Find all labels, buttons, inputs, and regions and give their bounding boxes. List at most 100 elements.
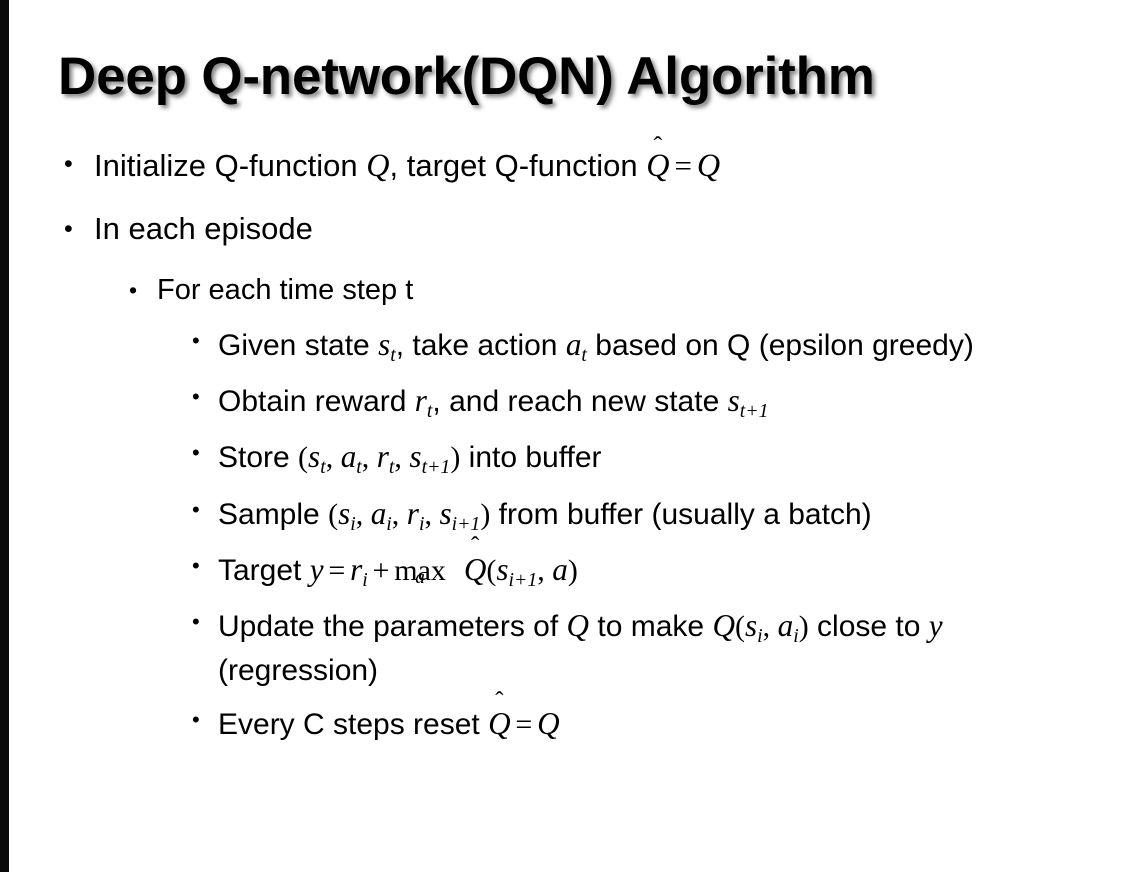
bullet-in-each-episode: • In each episode <box>0 211 1124 248</box>
bullet-icon: • <box>192 552 200 578</box>
math-var-q-base: Q <box>646 147 670 183</box>
page-title: Deep Q-network(DQN) Algorithm <box>58 47 875 106</box>
bullet-store: • Store (st, at, rt, st+1) into buffer <box>0 435 1124 481</box>
math-subscript-t: t <box>581 344 587 367</box>
text-run: into buffer <box>460 441 602 475</box>
math-var-s: s <box>744 607 758 643</box>
math-subscript-i: i <box>757 624 763 647</box>
bullet-for-each-time-step: • For each time step t <box>0 273 1124 307</box>
math-operator-equals: = <box>515 708 533 742</box>
text-run: , and reach new state <box>432 385 728 419</box>
math-var-r: r <box>350 551 363 587</box>
math-var-q-hat: ̂Q <box>646 146 669 184</box>
bullet-for-each-time-step-text: For each time step t <box>157 274 414 307</box>
math-paren-close: ) <box>567 553 578 587</box>
math-var-s: s <box>439 495 452 531</box>
math-subscript-i: i <box>362 568 368 591</box>
bullet-update-parameters-text: Update the parameters of Q to make Q(si,… <box>218 604 1096 693</box>
bullet-icon: • <box>192 328 200 354</box>
math-paren-open: ( <box>298 441 309 475</box>
math-var-s: s <box>338 495 351 531</box>
math-var-a: a <box>565 327 582 363</box>
math-var-q-base: Q <box>488 706 511 742</box>
bullet-icon: • <box>192 496 200 522</box>
math-var-a: a <box>340 439 357 475</box>
text-run: Target <box>218 553 310 587</box>
bullet-icon: • <box>192 707 200 733</box>
math-paren-open: ( <box>486 553 497 587</box>
math-comma: , <box>762 609 778 643</box>
math-subscript-i-plus-1: i+1 <box>451 512 481 535</box>
math-paren-open: ( <box>328 497 339 531</box>
bullet-icon: • <box>64 214 73 243</box>
math-var-a: a <box>777 607 794 643</box>
math-var-a: a <box>370 495 387 531</box>
text-run: close to <box>808 609 929 643</box>
bullet-every-c-steps: • Every C steps reset ̂Q=Q <box>0 702 1124 747</box>
bullet-icon: • <box>64 150 73 178</box>
bullet-icon: • <box>192 384 200 410</box>
text-run: from buffer (usually a batch) <box>490 497 872 531</box>
math-var-r: r <box>376 439 389 475</box>
math-subscript-i: i <box>793 624 799 647</box>
math-max-underset-a: a <box>415 566 425 588</box>
bullet-update-parameters: • Update the parameters of Q to make Q(s… <box>0 604 1124 693</box>
math-subscript-t-plus-1: t+1 <box>421 456 451 479</box>
bullet-icon: • <box>129 277 138 304</box>
left-edge-strip <box>0 0 9 872</box>
bullet-given-state-text: Given state st, take action at based on … <box>218 323 1096 369</box>
math-subscript-i: i <box>418 512 425 535</box>
text-run: Sample <box>218 497 329 531</box>
math-var-s: s <box>378 327 391 363</box>
math-var-s: s <box>409 439 422 475</box>
bullet-every-c-steps-text: Every C steps reset ̂Q=Q <box>218 702 1096 747</box>
math-var-y: y <box>928 607 943 643</box>
math-var-a: a <box>552 551 568 587</box>
bullet-given-state: • Given state st, take action at based o… <box>0 323 1124 369</box>
math-var-q: Q <box>366 147 390 183</box>
math-subscript-i: i <box>350 512 356 535</box>
bullet-obtain-reward-text: Obtain reward rt, and reach new state st… <box>218 379 1096 425</box>
math-var-q: Q <box>537 706 560 742</box>
text-run: Initialize Q-function <box>94 148 367 183</box>
math-var-s: s <box>308 439 321 475</box>
text-run: , take action <box>395 329 566 363</box>
math-paren-open: ( <box>734 609 745 643</box>
math-comma: , <box>391 497 407 531</box>
math-subscript-t: t <box>320 456 326 479</box>
bullet-sample: • Sample (si, ai, ri, si+1) from buffer … <box>0 492 1124 538</box>
math-comma: , <box>325 441 341 475</box>
math-max-label: max <box>394 553 446 587</box>
math-var-s: s <box>496 551 509 587</box>
math-var-q: Q <box>566 607 590 643</box>
text-run: to make <box>589 609 713 643</box>
slide-body: • Initialize Q-function Q, target Q-func… <box>0 146 1124 757</box>
bullet-in-each-episode-text: In each episode <box>94 210 313 246</box>
math-var-q-hat: ̂Q <box>464 548 487 592</box>
bullet-sample-text: Sample (si, ai, ri, si+1) from buffer (u… <box>218 492 1096 538</box>
math-comma: , <box>361 441 377 475</box>
math-paren-close: ) <box>450 441 461 475</box>
bullet-obtain-reward: • Obtain reward rt, and reach new state … <box>0 379 1124 425</box>
math-subscript-t-plus-1: t+1 <box>739 400 769 423</box>
bullet-initialize-text: Initialize Q-function Q, target Q-functi… <box>94 146 1124 185</box>
math-var-q: Q <box>696 147 721 183</box>
bullet-icon: • <box>192 608 200 634</box>
math-var-q-base: Q <box>463 551 487 587</box>
math-var-y: y <box>309 551 324 587</box>
bullet-icon: • <box>192 440 200 466</box>
text-run: , target Q-function <box>389 148 647 183</box>
math-paren-close: ) <box>798 609 809 643</box>
math-operator-plus: + <box>372 553 390 587</box>
bullet-initialize: • Initialize Q-function Q, target Q-func… <box>0 146 1124 185</box>
math-comma: , <box>394 441 410 475</box>
math-comma: , <box>355 497 371 531</box>
text-run: Store <box>218 441 299 475</box>
text-run: based on Q (epsilon greedy) <box>586 329 974 363</box>
math-var-r: r <box>414 383 427 419</box>
math-subscript-t: t <box>388 456 395 479</box>
text-run: Obtain reward <box>218 385 415 419</box>
